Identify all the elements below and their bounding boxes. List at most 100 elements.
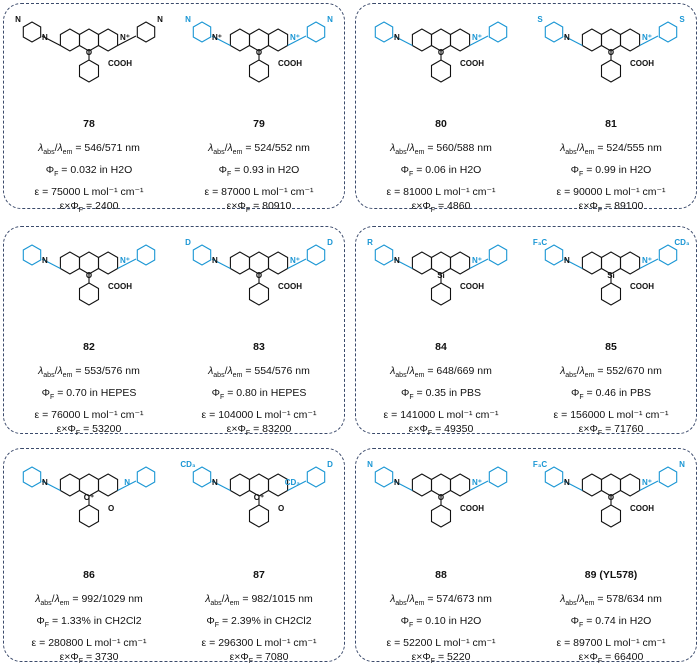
solvent: H2O xyxy=(459,615,482,627)
value: 89100 xyxy=(614,200,644,212)
brightness-line: ε×ΦF = 83200 xyxy=(226,423,292,438)
quantum-yield-line: ΦF = 1.33% in CH2Cl2 xyxy=(36,615,142,630)
quantum-yield-line: ΦF = 0.74 in H2O xyxy=(570,615,652,630)
value: 90000 xyxy=(573,186,603,198)
quantum-yield-line: ΦF = 0.93 in H2O xyxy=(218,164,300,179)
value: in xyxy=(448,164,457,176)
atom-label: CD₃ xyxy=(180,460,196,469)
value: 552 xyxy=(606,365,624,377)
value: L mol⁻¹ cm⁻¹ xyxy=(86,637,147,649)
value: 3730 xyxy=(95,651,119,663)
value: 0.46 xyxy=(595,387,617,399)
atom-label: N xyxy=(394,33,400,42)
brightness-line: ε×ΦF = 3730 xyxy=(59,651,119,665)
solvent: H2O xyxy=(629,615,652,627)
value: 2400 xyxy=(95,200,119,212)
atom-label: O xyxy=(438,48,444,57)
compound-number: 79 xyxy=(174,118,344,130)
compound-number: 85 xyxy=(526,341,696,353)
value: nm xyxy=(128,593,143,605)
wavelength-line: λabs/λem = 982/1015 nm xyxy=(205,593,313,608)
compound-number: 81 xyxy=(526,118,696,130)
wavelength-line: λabs/λem = 648/669 nm xyxy=(390,365,492,380)
wavelength-line: λabs/λem = 553/576 nm xyxy=(38,365,140,380)
value: nm xyxy=(125,365,140,377)
value: 673 xyxy=(456,593,475,605)
wavelength-line: λabs/λem = 992/1029 nm xyxy=(35,593,143,608)
value: 670 xyxy=(626,365,645,377)
quantum-yield-line: ΦF = 0.80 in HEPES xyxy=(211,387,307,402)
atom-label: N xyxy=(327,15,333,24)
value: in xyxy=(259,387,268,399)
value: in xyxy=(618,387,628,399)
value: 634 xyxy=(626,593,645,605)
wavelength-line: λabs/λem = 524/555 nm xyxy=(560,142,662,157)
quantum-yield-line: ΦF = 0.032 in H2O xyxy=(45,164,133,179)
extinction-coefficient-line: ε = 296300 L mol⁻¹ cm⁻¹ xyxy=(201,637,317,649)
value: 2.39% xyxy=(231,615,261,627)
wavelength-line: λabs/λem = 574/673 nm xyxy=(390,593,492,608)
atom-label: COOH xyxy=(630,59,654,68)
value: 0.35 xyxy=(425,387,447,399)
value: 52200 xyxy=(403,637,433,649)
value: 669 xyxy=(456,365,475,377)
atom-label: N⁺ xyxy=(120,256,130,265)
value: in xyxy=(448,387,458,399)
atom-label: Si xyxy=(437,271,445,280)
extinction-coefficient-line: ε = 52200 L mol⁻¹ cm⁻¹ xyxy=(386,637,496,649)
quantum-yield-line: ΦF = 0.46 in PBS xyxy=(570,387,652,402)
value: 81 xyxy=(605,118,617,130)
atom-label: N xyxy=(564,478,570,487)
value: 86 xyxy=(83,569,95,581)
value: 0.10 xyxy=(425,615,446,627)
value: 0.70 xyxy=(66,387,87,399)
value: nm xyxy=(298,593,313,605)
value: 78 xyxy=(83,118,95,130)
atom-label: COOH xyxy=(108,59,132,68)
value: 0.74 xyxy=(595,615,616,627)
quantum-yield-line: ΦF = 0.99 in H2O xyxy=(570,164,652,179)
atom-label: F₃C xyxy=(533,460,548,469)
atom-label: COOH xyxy=(460,504,484,513)
value: 576 xyxy=(274,365,293,377)
value: 80 xyxy=(435,118,447,130)
atom-label: N⁺ xyxy=(472,256,482,265)
atom-label: O⁺ xyxy=(84,493,94,502)
atom-label: N⁺ xyxy=(642,256,652,265)
wavelength-line: λabs/λem = 578/634 nm xyxy=(560,593,662,608)
solvent: CH2Cl2 xyxy=(274,615,312,627)
atom-label: N xyxy=(212,256,218,265)
wavelength-line: λabs/λem = 524/552 nm xyxy=(208,142,310,157)
value: nm xyxy=(295,142,310,154)
value: L mol⁻¹ cm⁻¹ xyxy=(253,186,314,198)
atom-label: S xyxy=(679,15,685,24)
value: in xyxy=(266,164,275,176)
value: 0.99 xyxy=(595,164,616,176)
extinction-coefficient-line: ε = 104000 L mol⁻¹ cm⁻¹ xyxy=(201,409,317,421)
extinction-coefficient-line: ε = 75000 L mol⁻¹ cm⁻¹ xyxy=(34,186,144,198)
compound-number: 87 xyxy=(174,569,344,581)
value: 5220 xyxy=(447,651,471,663)
value: 141000 xyxy=(400,409,436,421)
compound-number: 88 xyxy=(356,569,526,581)
value: 578 xyxy=(606,593,624,605)
value: in xyxy=(99,164,108,176)
value: in xyxy=(93,615,102,627)
extinction-coefficient-line: ε = 141000 L mol⁻¹ cm⁻¹ xyxy=(383,409,499,421)
value: 80910 xyxy=(262,200,292,212)
compound-number: 84 xyxy=(356,341,526,353)
atom-label: COOH xyxy=(630,504,654,513)
solvent: PBS xyxy=(630,387,652,399)
value: 88 xyxy=(435,569,447,581)
atom-label: N xyxy=(42,33,48,42)
value: 89700 xyxy=(573,637,603,649)
